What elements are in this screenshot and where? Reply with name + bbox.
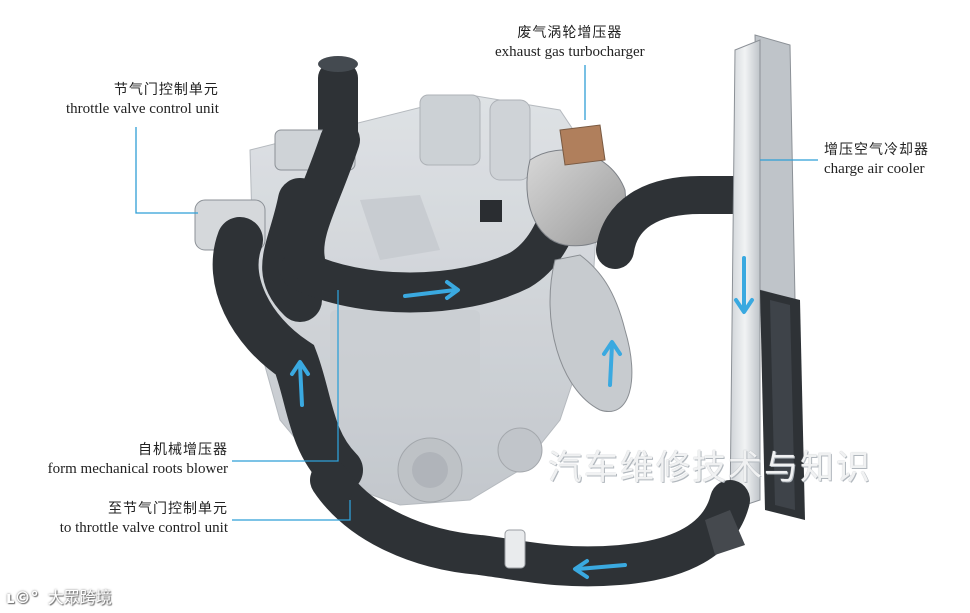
flow-arrows — [290, 256, 754, 579]
label-turbo-en: exhaust gas turbocharger — [495, 43, 645, 60]
label-throttle-en: throttle valve control unit — [66, 100, 219, 117]
brand-logo-text: 大眾跨境 — [47, 588, 112, 607]
callout-lines — [135, 65, 818, 521]
label-charge-air-cooler: 增压空气冷却器 charge air cooler — [824, 142, 929, 178]
label-cooler-zh: 增压空气冷却器 — [824, 142, 929, 158]
label-blower-zh: 自机械增压器 — [138, 442, 228, 458]
label-mechanical-roots-blower: 自机械增压器 form mechanical roots blower — [20, 442, 228, 478]
label-to-throttle-valve-control-unit: 至节气门控制单元 to throttle valve control unit — [20, 501, 228, 537]
label-to-throttle-zh: 至节气门控制单元 — [108, 501, 228, 517]
hose-blower-to-throttle — [212, 217, 363, 493]
hose-turbo-to-cooler — [596, 176, 754, 269]
brand-logo: ʟ©° 大眾跨境 — [6, 584, 112, 608]
label-to-throttle-en: to throttle valve control unit — [59, 519, 228, 536]
label-throttle-zh: 节气门控制单元 — [113, 82, 219, 98]
label-throttle-valve-control-unit: 节气门控制单元 throttle valve control unit — [66, 82, 219, 118]
hose-cooler-to-throttle — [310, 460, 750, 587]
watermark-text: 汽车维修技术与知识 — [548, 448, 872, 488]
label-turbo-zh: 废气涡轮增压器 — [517, 25, 623, 41]
brand-logo-mark: ʟ©° — [6, 588, 39, 607]
label-cooler-en: charge air cooler — [824, 160, 925, 177]
label-blower-en: form mechanical roots blower — [47, 460, 228, 477]
label-exhaust-gas-turbocharger: 废气涡轮增压器 exhaust gas turbocharger — [495, 25, 645, 61]
